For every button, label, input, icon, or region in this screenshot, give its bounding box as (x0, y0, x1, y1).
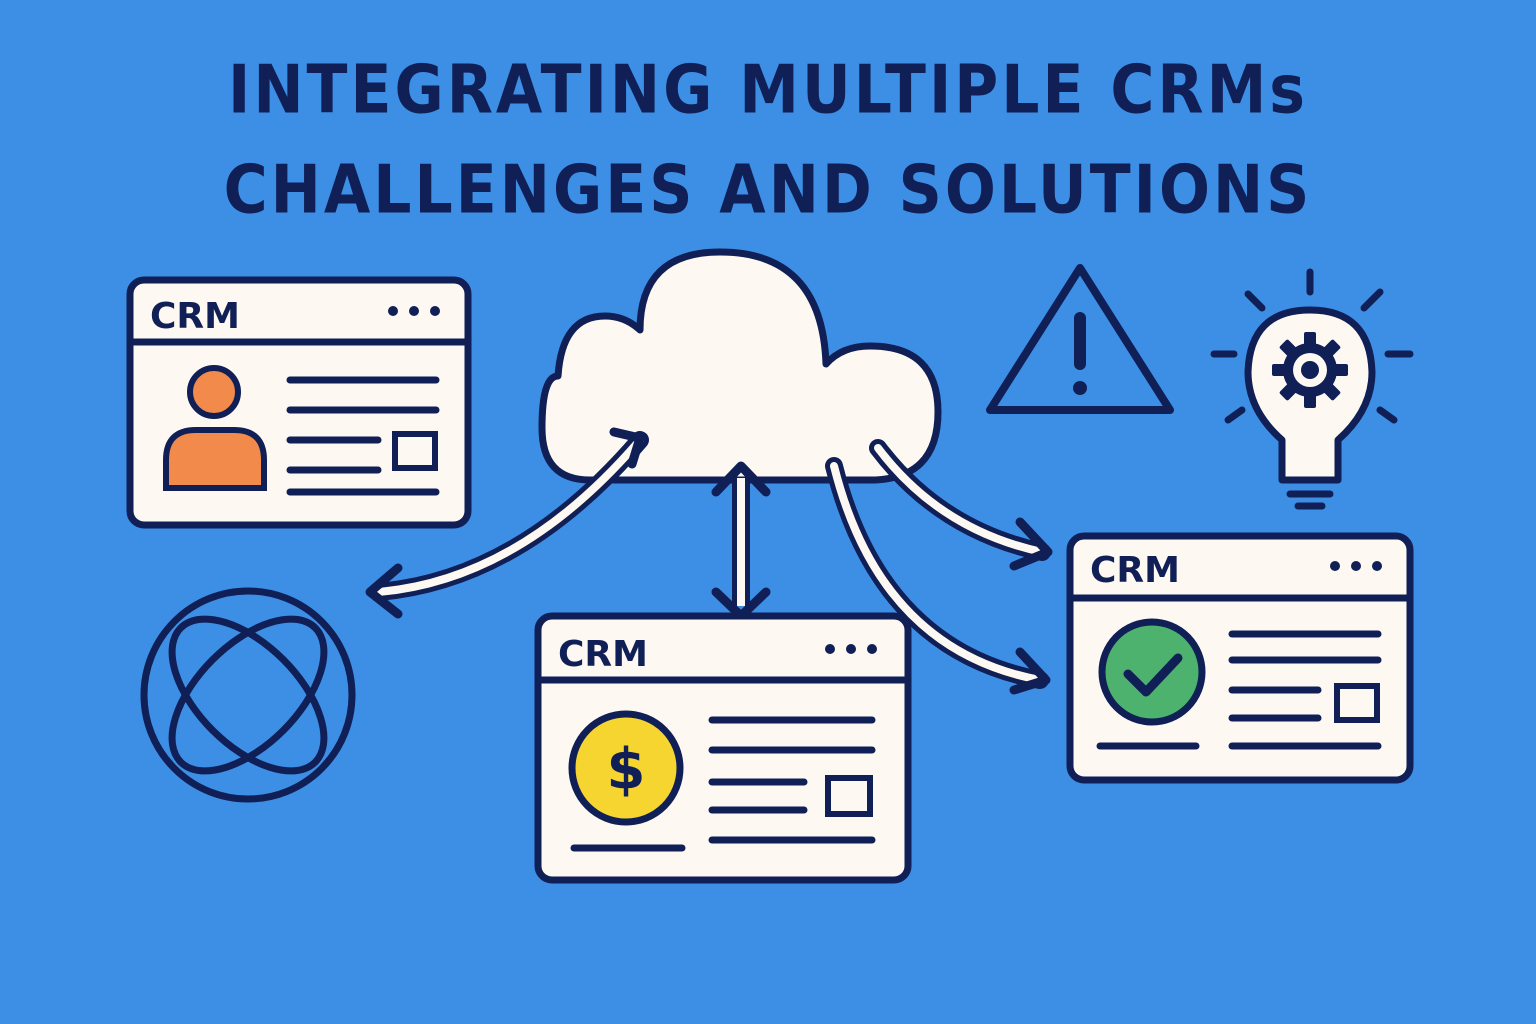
crm-window-contact-label: CRM (150, 296, 240, 337)
crm-window-payment: CRM $ (534, 612, 912, 884)
checkbox-icon (825, 775, 873, 817)
title-line-2: CHALLENGES AND SOLUTIONS (223, 150, 1313, 230)
window-menu-dots-icon (388, 306, 440, 316)
title-line-1: INTEGRATING MULTIPLE CRMs (228, 50, 1308, 130)
arrow-cloud-to-rings (365, 427, 649, 619)
check-icon (1098, 618, 1206, 726)
checkbox-icon (1334, 683, 1380, 723)
person-icon (163, 365, 267, 491)
gear-icon (1272, 332, 1348, 408)
crm-window-verified: CRM (1066, 532, 1414, 784)
crm-window-verified-label: CRM (1090, 550, 1180, 591)
arrow-cloud-to-right-window-bottom (825, 457, 1051, 695)
checkbox-icon (392, 431, 438, 471)
dollar-symbol: $ (607, 737, 646, 802)
window-menu-dots-icon (825, 644, 877, 654)
text-lines (1096, 630, 1382, 750)
dollar-icon: $ (568, 710, 684, 826)
crm-window-contact: CRM (126, 276, 472, 529)
warning-icon (986, 264, 1174, 414)
window-menu-dots-icon (1330, 561, 1382, 571)
text-lines (286, 376, 440, 496)
cloud-icon (538, 248, 942, 484)
interlocked-rings-icon (140, 587, 356, 803)
arrow-cloud-to-right-window-top (869, 439, 1053, 571)
lightbulb-gear-icon (1210, 268, 1414, 510)
crm-window-payment-label: CRM (558, 634, 648, 675)
arrow-cloud-to-dollar-window (711, 461, 771, 621)
text-lines (570, 716, 876, 852)
